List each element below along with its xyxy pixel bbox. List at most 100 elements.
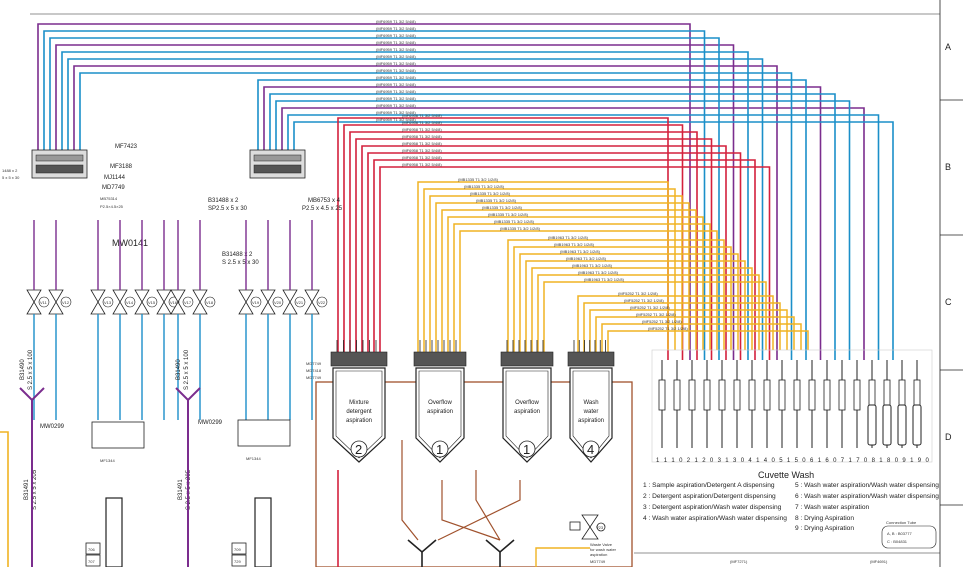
code-mf4691: (MF4691): [870, 559, 888, 564]
nozzle-number: 1: [787, 458, 791, 464]
connection-tube-box: [881, 525, 937, 549]
tube-code-label: (MF6959 T1 3/2 5/4/8): [376, 68, 416, 73]
valve-label: V22: [318, 300, 326, 305]
nozzle-number: 1: [656, 458, 660, 464]
nozzle-number: 5: [795, 458, 799, 464]
nozzle-number: 1: [879, 458, 883, 464]
code-s-spec-b: S 2.5 x 5 x 100: [184, 349, 190, 390]
valve-label: V17: [184, 300, 192, 305]
tube-code-label: (MB1335 T1 3/2 1/2/8): [476, 198, 517, 203]
code-sp2-spec: SP2.5 x 5 x 30: [208, 206, 248, 212]
purple-tube-group: [37, 23, 865, 360]
top-tube: [263, 86, 822, 360]
cuvette-nozzle: [733, 360, 741, 448]
yellow-tube: [589, 309, 788, 355]
tube-code-label: (MF6959 T1 3/2 5/4/8): [376, 117, 416, 122]
red-tube: [379, 166, 771, 360]
pinch-valve: V18: [192, 220, 216, 420]
valve-label: V21: [296, 300, 304, 305]
zone-border: [939, 0, 963, 567]
nozzle-number: 0: [833, 458, 837, 464]
legend-item-4: 4 : Wash water aspiration/Wash water dis…: [643, 515, 787, 522]
red-tube: [349, 131, 698, 360]
code-mb6753: MB6753 x 4: [308, 198, 341, 204]
pump-block-left: [105, 497, 123, 567]
module-number: 1: [523, 442, 530, 457]
module-label: Wash: [583, 400, 598, 406]
valve-label: V15: [148, 300, 156, 305]
cuvette-frame: [651, 349, 933, 463]
code-mf7423: MF7423: [115, 144, 138, 150]
nozzle-number: 8: [872, 458, 876, 464]
red-tube: [361, 145, 727, 360]
tube-code-label: (MF6959 T1 3/2 5/4/8): [376, 61, 416, 66]
box-729: [231, 554, 247, 567]
module-label: aspiration: [514, 409, 540, 415]
legend-item-6: 6 : Wash water aspiration/Wash water dis…: [795, 493, 939, 500]
waste-valve-code: MD7749: [590, 559, 606, 564]
yellow-tube: [459, 230, 718, 355]
connection-tube-line2: C : B04831: [887, 539, 908, 544]
cuvette-title: Cuvette Wash: [758, 470, 814, 480]
tube-code-label: (MF6959 T1 3/2 5/4/8): [376, 82, 416, 87]
top-tube: [61, 51, 749, 360]
manifold-mid: [249, 149, 306, 179]
pinch-valve: V20: [260, 220, 284, 420]
tube-code-label: (MF6958 T1 3/2 5/4/8): [402, 120, 442, 125]
yellow-tube: [537, 274, 760, 355]
module-number: 1: [436, 442, 443, 457]
yellow-tube-group: [417, 181, 809, 355]
cuvette-nozzle: [912, 360, 922, 448]
red-tube: [367, 152, 742, 360]
top-tube: [293, 121, 894, 360]
tube-code-label: (MB1963 T1 3/2 1/2/8): [554, 242, 595, 247]
pinch-valve: V21: [282, 220, 306, 420]
waste-valve-label-3: aspiration: [590, 552, 607, 557]
tube-code-label: (MF6959 T1 3/2 5/4/8): [376, 54, 416, 59]
cuvette-nozzle: [658, 360, 666, 448]
nozzle-number: 7: [841, 458, 845, 464]
md-code-2: MD7418: [306, 368, 322, 373]
tube-code-label: (MB1335 T1 3/2 1/2/8): [488, 212, 529, 217]
collector-box-mid: [237, 419, 291, 447]
blue-tube-group: [43, 30, 894, 360]
top-tube: [43, 30, 706, 360]
legend-item-8: 8 : Drying Aspiration: [795, 515, 854, 522]
tube-code-label: (MB1963 T1 3/2 1/2/8): [560, 249, 601, 254]
nozzle-number: 0: [710, 458, 714, 464]
nozzle-number: 1: [695, 458, 699, 464]
module-label: aspiration: [427, 409, 453, 415]
top-tube: [275, 100, 851, 360]
nozzle-number: 6: [825, 458, 829, 464]
top-tube: [257, 79, 807, 360]
valve-v23: V23: [596, 525, 604, 530]
yellow-tube: [601, 323, 802, 355]
tube-code-label: (MF5252 T1 3/2 1/2/8): [630, 305, 670, 310]
yellow-tube: [447, 216, 704, 355]
tube-code-label: (MB1335 T1 3/2 1/2/8): [500, 226, 541, 231]
box-706-label: 706: [88, 547, 95, 552]
code-md7749: MD7749: [102, 185, 125, 191]
tube-code-label: (MF5252 T1 3/2 1/2/8): [642, 319, 682, 324]
valve-label: V11: [40, 300, 48, 305]
manifold-left: [31, 149, 88, 179]
nozzle-number: 4: [748, 458, 752, 464]
red-tube: [355, 138, 713, 360]
legend-item-2: 2 : Detergent aspiration/Detergent dispe…: [643, 493, 776, 500]
code-p2-spec: P2.5×4.5×25: [100, 204, 124, 209]
tube-code-label: (MF6959 T1 3/2 5/4/8): [376, 110, 416, 115]
nozzle-number: 0: [802, 458, 806, 464]
cuvette-nozzle: [688, 360, 696, 448]
code-s-spec-c: S 2.5 x 5 x 205: [32, 469, 38, 510]
yellow-tube: [525, 260, 746, 355]
pinch-valve: V14: [112, 220, 136, 420]
top-tube: [37, 23, 691, 360]
module-label: aspiration: [346, 418, 372, 424]
nozzle-number: 3: [718, 458, 722, 464]
nozzle-number: 1: [756, 458, 760, 464]
y-junction-mid: [175, 387, 201, 567]
top-tube: [49, 37, 720, 360]
connection-tube-line1: A, B : B03777: [887, 531, 912, 536]
